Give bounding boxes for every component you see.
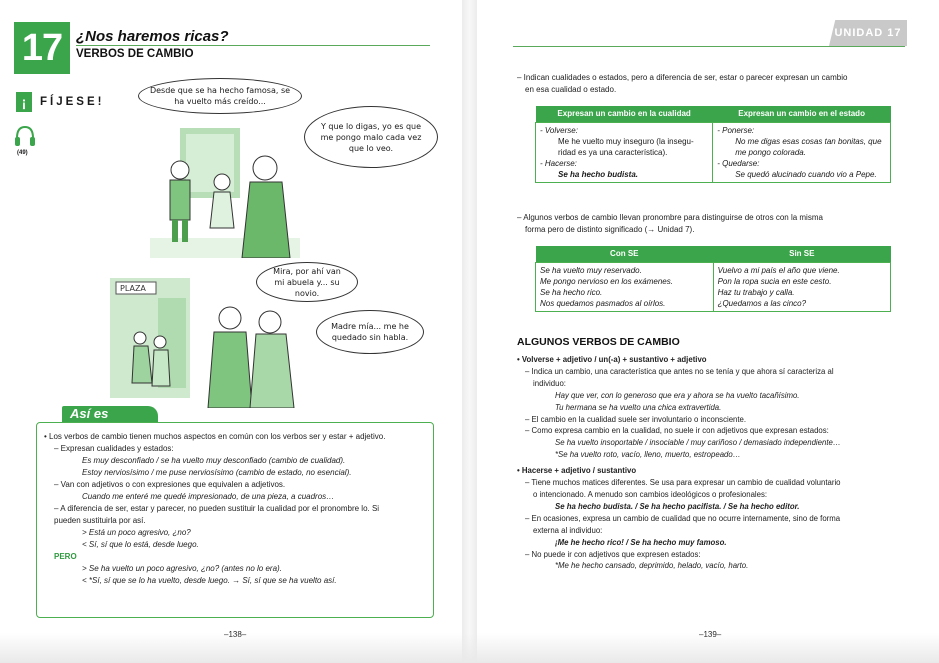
table1-cell-state: - Ponerse: No me digas esas cosas tan bo…: [712, 121, 891, 183]
bottom-shadow: [0, 633, 939, 663]
t1-c1-l5: Se ha hecho budista.: [558, 169, 639, 179]
table1-header-state: Expresan un cambio en el estado: [712, 106, 891, 122]
asi-line-9: > Está un poco agresivo, ¿no?: [82, 528, 191, 537]
v-line-18: *Me he hecho cansado, deprimido, helado,…: [555, 561, 749, 571]
asi-line-12: > Se ha vuelto un poco agresivo, ¿no? (a…: [82, 564, 282, 573]
asi-line-10: < Sí, sí que lo está, desde luego.: [82, 540, 199, 549]
middle-line-2: forma pero de distinto significado (→ Un…: [525, 225, 695, 234]
v-line-8: Se ha vuelto insoportable / insociable /…: [555, 438, 841, 448]
asi-es-tab: Así es: [62, 406, 158, 424]
table1-header-quality: Expresan un cambio en la cualidad: [535, 106, 713, 122]
fijese-mark: ¡: [16, 92, 32, 112]
t2-c1-l4: Nos quedamos pasmados al oírlos.: [540, 298, 666, 308]
v-line-9: *Se ha vuelto roto, vacío, lleno, muerto…: [555, 450, 741, 460]
asi-line-1: • Los verbos de cambio tienen muchos asp…: [44, 432, 386, 441]
v-line-17: – No puede ir con adjetivos que expresen…: [525, 549, 701, 559]
t2-c1-l2: Me pongo nervioso en los exámenes.: [540, 276, 673, 286]
section-title: ALGUNOS VERBOS DE CAMBIO: [517, 336, 680, 348]
illustration-street-scene: PLAZA: [110, 278, 295, 408]
headphones-icon[interactable]: [14, 124, 36, 148]
v-line-4: Hay que ver, con lo generoso que era y a…: [555, 390, 800, 400]
middle-text: – Algunos verbos de cambio llevan pronom…: [517, 212, 907, 236]
intro-line-1: – Indican cualidades o estados, pero a d…: [517, 73, 848, 82]
right-page: UNIDAD 17 – Indican cualidades o estados…: [477, 0, 939, 663]
unit-number-badge: 17: [14, 22, 70, 74]
verb-hacerse-heading: • Hacerse + adjetivo / sustantivo: [517, 466, 637, 476]
t1-c2-l4: - Quedarse:: [717, 158, 760, 168]
intro-text: – Indican cualidades o estados, pero a d…: [517, 72, 907, 96]
asi-line-13: < *Sí, sí que se lo ha vuelto, desde lue…: [82, 576, 337, 585]
audio-track-number: (49): [17, 150, 28, 156]
t1-c1-l2: Me he vuelto muy inseguro (la insegu-: [558, 136, 694, 146]
t2-c2-l3: Haz tu trabajo y calla.: [717, 287, 795, 297]
asi-line-7: – A diferencia de ser, estar y parecer, …: [54, 504, 380, 513]
table2-header-con-se: Con SE: [535, 246, 714, 262]
asi-line-6: Cuando me enteré me quedé impresionado, …: [82, 492, 335, 501]
t1-c2-l3: me pongo colorada.: [735, 147, 806, 157]
v-line-14: – En ocasiones, expresa un cambio de cua…: [525, 513, 841, 523]
v-line-2: – Indica un cambio, una característica q…: [525, 366, 834, 376]
v-line-12: o intencionado. A menudo son cambios ide…: [533, 489, 768, 499]
middle-line-1: – Algunos verbos de cambio llevan pronom…: [517, 213, 823, 222]
t1-c2-l2: No me digas esas cosas tan bonitas, que: [735, 136, 882, 146]
t2-c2-l1: Vuelvo a mi país el año que viene.: [717, 265, 840, 275]
asi-line-2: – Expresan cualidades y estados:: [54, 444, 174, 453]
t2-c1-l1: Se ha vuelto muy reservado.: [540, 265, 642, 275]
t2-c1-l3: Se ha hecho rico.: [540, 287, 603, 297]
asi-line-8: pueden sustituirla por así.: [54, 516, 146, 525]
asi-pero-label: PERO: [54, 552, 77, 561]
v-line-7: – Como expresa cambio en la cualidad, no…: [525, 426, 829, 436]
unit-tag: UNIDAD 17: [829, 20, 907, 46]
table2-header-sin-se: Sin SE: [713, 246, 891, 262]
t2-c2-l2: Pon la ropa sucia en este cesto.: [717, 276, 832, 286]
v-line-3: individuo:: [533, 378, 566, 388]
v-line-15: externa al individuo:: [533, 525, 603, 535]
v-line-11: – Tiene muchos matices diferentes. Se us…: [525, 478, 841, 488]
verb-volverse-heading: • Volverse + adjetivo / un(-a) + sustant…: [517, 355, 707, 364]
asi-line-5: – Van con adjetivos o con expresiones qu…: [54, 480, 286, 489]
table1-cell-quality: - Volverse: Me he vuelto muy inseguro (l…: [534, 121, 714, 183]
asi-es-box: [36, 422, 434, 618]
table2-cell-sin-se: Vuelvo a mi país el año que viene. Pon l…: [712, 261, 892, 312]
header-divider: [513, 46, 905, 47]
chapter-title: ¿Nos haremos ricas?: [76, 28, 229, 45]
t1-c1-l1: - Volverse:: [540, 125, 578, 135]
title-divider: [76, 45, 430, 46]
speech-bubble-1: Desde que se ha hecho famosa, se ha vuel…: [138, 78, 302, 114]
t1-c1-l3: ridad es ya una característica).: [558, 147, 668, 157]
v-line-13: Se ha hecho budista. / Se ha hecho pacif…: [555, 501, 800, 511]
t1-c2-l5: Se quedó alucinado cuando vio a Pepe.: [735, 169, 877, 179]
v-line-6: – El cambio en la cualidad suele ser inv…: [525, 414, 747, 424]
sign-text: PLAZA: [120, 284, 146, 293]
asi-line-4: Estoy nerviosísimo / me puse nerviosísim…: [82, 468, 352, 477]
t1-c1-l4: - Hacerse:: [540, 158, 577, 168]
speech-bubble-4: Madre mía... me he quedado sin habla.: [316, 310, 424, 354]
t1-c2-l1: - Ponerse:: [717, 125, 755, 135]
left-page: 17 ¿Nos haremos ricas? VERBOS DE CAMBIO …: [0, 0, 462, 663]
v-line-5: Tu hermana se ha vuelto una chica extrav…: [555, 402, 722, 412]
v-line-16: ¡Me he hecho rico! / Se ha hecho muy fam…: [555, 537, 727, 547]
speech-bubble-2: Y que lo digas, yo es que me pongo malo …: [304, 106, 438, 168]
speech-bubble-3: Mira, por ahí van mi abuela y... su novi…: [256, 262, 358, 302]
intro-line-2: en esa cualidad o estado.: [525, 85, 617, 94]
se-table: Con SE Sin SE Se ha vuelto muy reservado…: [535, 246, 892, 312]
fijese-heading: ¡ FÍJESE!: [16, 92, 104, 112]
table2-cell-con-se: Se ha vuelto muy reservado. Me pongo ner…: [535, 261, 714, 312]
chapter-subtitle: VERBOS DE CAMBIO: [76, 48, 194, 60]
asi-es-text: • Los verbos de cambio tienen muchos asp…: [44, 431, 430, 587]
t2-c2-l4: ¿Quedamos a las cinco?: [717, 298, 807, 308]
book-spine: [462, 0, 477, 663]
change-table: Expresan un cambio en la cualidad Expres…: [534, 106, 891, 183]
asi-line-3: Es muy desconfiado / se ha vuelto muy de…: [82, 456, 346, 465]
fijese-word: FÍJESE!: [40, 96, 105, 108]
illustration-two-men: [150, 128, 300, 258]
verbs-text: • Volverse + adjetivo / un(-a) + sustant…: [517, 354, 907, 572]
